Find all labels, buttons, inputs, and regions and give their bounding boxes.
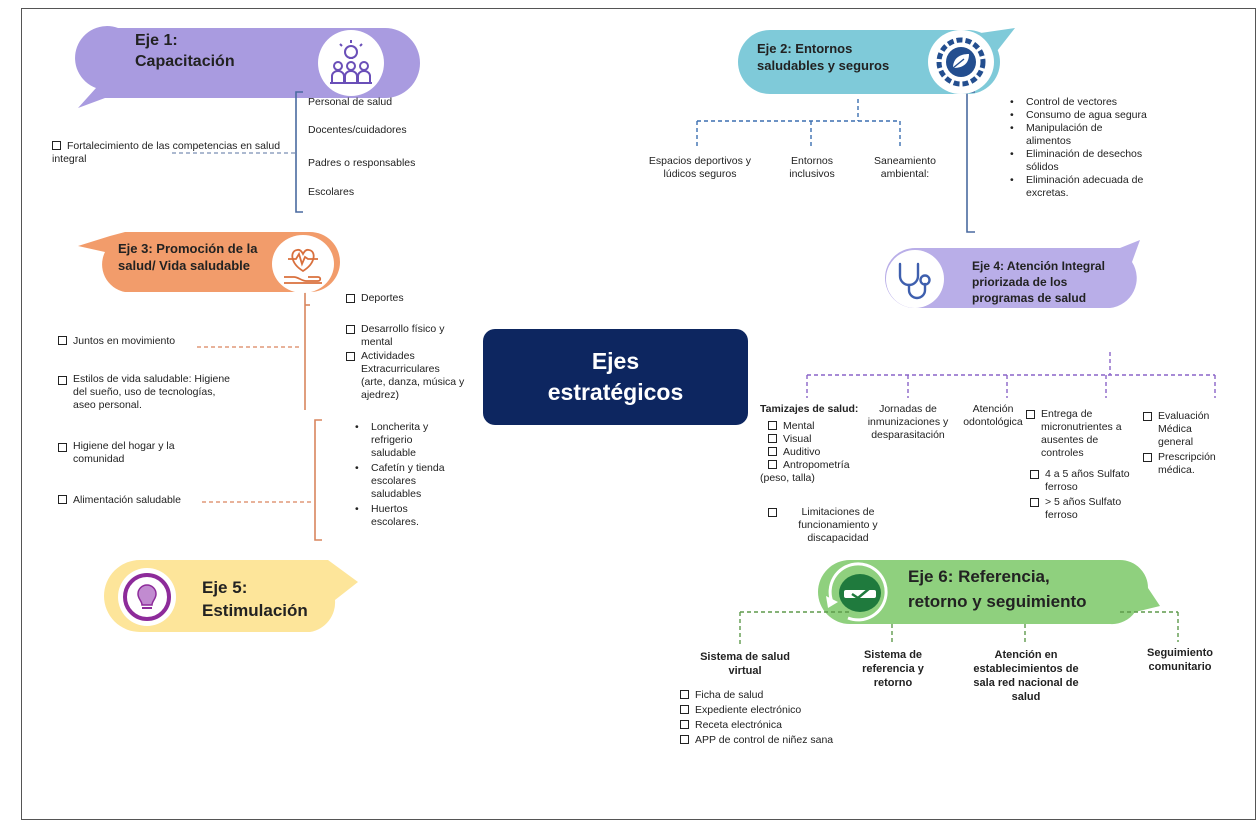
eje6-bubble: [818, 560, 1160, 625]
leaf-gear-icon: [936, 37, 986, 87]
eje3-right-item-2: Desarrollo físico y mental: [346, 323, 466, 349]
eje5-title: Eje 5:Estimulación: [202, 578, 308, 620]
heart-hand-icon: [284, 248, 322, 284]
team-lightbulb-icon: [330, 40, 372, 84]
eje4-tamizajes: Tamizajes de salud: Mental Visual Auditi…: [760, 403, 859, 484]
eje1-target-2: Docentes/cuidadores: [308, 124, 407, 136]
eje4-jornadas: Jornadas de inmunizaciones y desparasita…: [867, 403, 949, 441]
eje6-virtual-list: Ficha de salud Expediente electrónico Re…: [680, 688, 833, 748]
eje3-left-item-3: Higiene del hogar y la comunidad: [58, 440, 208, 466]
eje6-branch-2: Sistema de referencia y retorno: [862, 649, 924, 689]
eje6-icon-circle: [818, 562, 900, 624]
eje3-icon-circle: [272, 235, 334, 293]
eje6-branch-1: Sistema de salud virtual: [700, 651, 790, 677]
eje2-icon-circle: [928, 30, 994, 94]
eje2-branch-2: Entornos inclusivos: [789, 155, 835, 180]
eje3-right-item-1: Deportes: [346, 292, 404, 305]
eje1-target-1: Personal de salud: [308, 96, 393, 108]
eje4-bubble: [885, 240, 1140, 308]
eje1-icon-circle: [318, 30, 384, 96]
eje4-evaluacion: Evaluación Médica general Prescripción m…: [1143, 410, 1223, 477]
eje4-micro-items: 4 a 5 años Sulfato ferroso > 5 años Sulf…: [1030, 468, 1148, 522]
eje5-icon-circle: [118, 568, 176, 626]
eje3-food-list: •Loncherita y refrigerio saludable •Cafe…: [355, 421, 445, 528]
eje2-branch-1: Espacios deportivos y lúdicos seguros: [648, 155, 752, 180]
eje2-branch-3: Saneamiento ambiental:: [874, 155, 936, 180]
brain-bulb-icon: [123, 573, 171, 621]
eje3-right-item-3: Actividades Extracurriculares (arte, dan…: [346, 350, 466, 402]
clock-icon: [826, 562, 888, 622]
eje6-branch-3: Atención en establecimientos de sala red…: [973, 649, 1079, 703]
stethoscope-icon: [898, 262, 931, 300]
eje4-limitaciones: Limitaciones de funcionamiento y discapa…: [768, 506, 893, 545]
eje4-micronutrientes: Entrega de micronutrientes a ausentes de…: [1026, 408, 1136, 460]
eje1-left-item: Fortalecimiento de las competencias en s…: [52, 140, 281, 165]
eje1-target-3: Padres o responsables: [308, 157, 416, 169]
eje4-odonto: Atención odontológica: [963, 403, 1023, 428]
eje1-target-4: Escolares: [308, 186, 355, 198]
eje2-sanitation-list: •Control de vectores •Consumo de agua se…: [1010, 96, 1147, 199]
eje1-title: Eje 1:Capacitación: [135, 32, 235, 70]
diagram-frame: [21, 8, 1256, 820]
eje6-title: Eje 6: Referencia,retorno y seguimiento: [908, 567, 1087, 611]
eje3-left-item-4: Alimentación saludable: [58, 494, 181, 507]
eje3-left-item-2: Estilos de vida saludable: Higiene del s…: [58, 373, 233, 412]
eje3-left-item-1: Juntos en movimiento: [58, 335, 175, 348]
eje4-icon-circle: [886, 250, 944, 308]
eje6-branch-4: Seguimiento comunitario: [1146, 647, 1213, 673]
